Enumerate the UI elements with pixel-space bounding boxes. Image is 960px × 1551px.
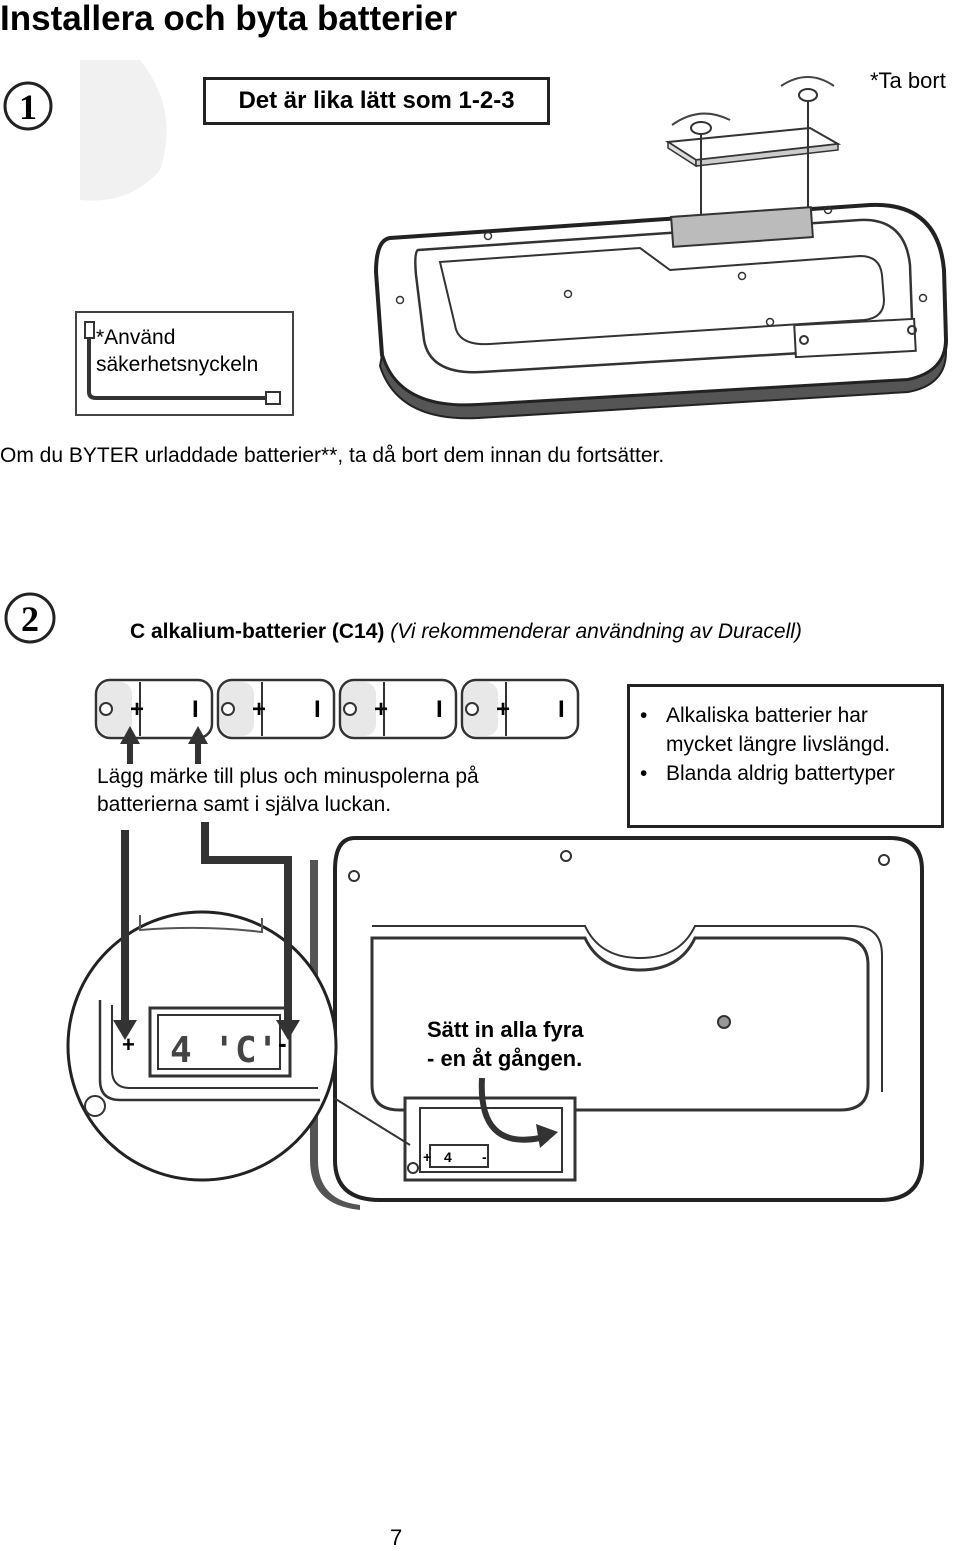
key-box (75, 311, 294, 416)
compartment-label: 4 'C' (170, 1030, 278, 1071)
battery-icon: + I (460, 678, 580, 740)
tips-box: • Alkaliska batterier har mycket längre … (627, 684, 944, 828)
battery-minus-label: I (436, 696, 443, 723)
arrow-up-icon (188, 726, 208, 764)
page-number: 7 (390, 1525, 403, 1550)
insert-note-line: Sätt in alla fyra (427, 1017, 584, 1042)
step-2-number: 2 (21, 599, 39, 639)
step-1-badge: 1 (3, 81, 53, 131)
remove-note: *Ta bort (870, 68, 946, 93)
tip-text: Alkaliska batterier har mycket längre li… (666, 701, 890, 759)
key-label-line: säkerhetsnyckeln (96, 353, 259, 376)
tip-item: • Blanda aldrig battertyper (640, 759, 933, 788)
compartment-minus: - (278, 1028, 287, 1058)
step-2-badge: 2 (4, 592, 56, 644)
polarity-note-line: batterierna samt i själva luckan. (97, 793, 392, 816)
battery-minus-label: I (558, 696, 565, 723)
battery-type-bold: C alkalium-batterier (C14) (130, 620, 385, 643)
arrow-down-icon (113, 830, 137, 1040)
battery-minus-label: I (192, 696, 199, 723)
polarity-note-line: Lägg märke till plus och minuspolerna på (97, 765, 479, 788)
key-label: *Använd säkerhetsnyckeln (96, 324, 258, 378)
tip-item: • Alkaliska batterier har mycket längre … (640, 701, 933, 759)
bullet-icon: • (640, 762, 648, 785)
battery-row: + I + I + I + I (94, 678, 580, 740)
battery-plus-label: + (496, 696, 510, 723)
battery-door-illustration (665, 76, 842, 240)
small-compartment-plus: + (423, 1149, 431, 1165)
step-1-number: 1 (19, 87, 37, 127)
key-label-line: *Använd (96, 326, 176, 349)
battery-plus-label: + (252, 696, 266, 723)
battery-minus-label: I (314, 696, 321, 723)
battery-plus-label: + (130, 696, 144, 723)
arrow-down-icon (201, 822, 300, 1040)
polarity-note: Lägg märke till plus och minuspolerna på… (97, 763, 479, 819)
insert-note-line: - en åt gången. (427, 1046, 583, 1071)
curved-arrow-icon (478, 1077, 558, 1148)
replace-note: Om du BYTER urladdade batterier**, ta då… (0, 444, 665, 467)
battery-plus-label: + (374, 696, 388, 723)
battery-type-italic: (Vi rekommenderar användning av Duracell… (390, 620, 802, 643)
device-bottom-illustration: + 4 - (310, 836, 924, 1210)
battery-icon: + I (216, 678, 336, 740)
page-title: Installera och byta batterier (0, 0, 458, 38)
tip-line: mycket längre livslängd. (666, 733, 891, 756)
arrow-up-icon (120, 726, 140, 764)
leader-line (333, 1097, 411, 1146)
tip-line: Blanda aldrig battertyper (666, 762, 895, 785)
background-shade (80, 60, 167, 201)
bullet-icon: • (640, 704, 648, 727)
zoom-circle: 4 'C' + - (66, 910, 338, 1182)
key-icon (84, 321, 281, 405)
device-base-illustration (373, 202, 949, 420)
battery-icon: + I (338, 678, 458, 740)
tip-line: Alkaliska batterier har (666, 704, 868, 727)
small-compartment-minus: - (482, 1149, 487, 1165)
battery-icon: + I (94, 678, 214, 740)
insert-note: Sätt in alla fyra - en åt gången. (427, 1015, 584, 1073)
small-compartment-label: 4 (444, 1149, 452, 1165)
tagline-box: Det är lika lätt som 1-2-3 (203, 77, 550, 125)
battery-type-heading: C alkalium-batterier (C14) (Vi rekommend… (130, 620, 802, 644)
screw-icon (671, 112, 731, 240)
